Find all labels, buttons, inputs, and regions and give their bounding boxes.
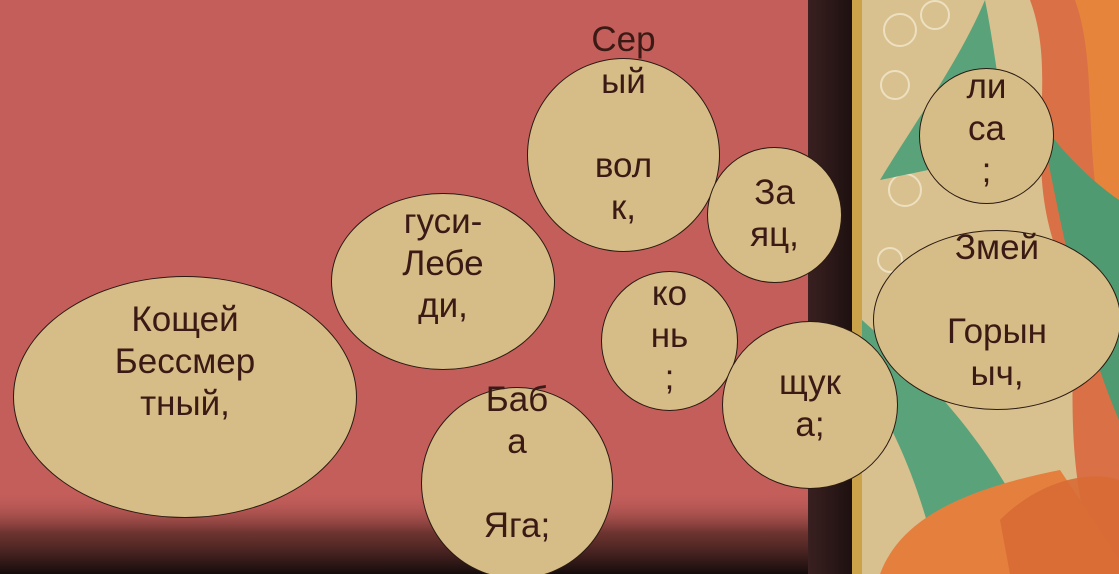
oval-shchuka: щук а; [722,321,898,489]
oval-koschei: Кощей Бессмер тный, [13,276,357,518]
label-zayats: За яц, [750,173,799,254]
label-zmei-gorynych: Змей Горын ыч, [946,228,1048,393]
oval-baba-yaga: Баб а Яга; [421,380,613,574]
oval-gusi-lebedi: гуси- Лебе ди, [331,193,555,370]
label-seryi-volk: Сер ый вол к, [591,20,656,227]
label-lisa: ли са ; [966,67,1007,190]
oval-kon: ко нь ; [601,271,738,411]
label-baba-yaga: Баб а Яга; [483,380,551,545]
oval-zayats: За яц, [707,147,842,283]
oval-lisa: ли са ; [919,67,1054,204]
oval-zmei-gorynych: Змей Горын ыч, [873,228,1119,410]
gold-edge [852,0,862,574]
oval-seryi-volk: Сер ый вол к, [527,20,720,252]
label-koschei: Кощей Бессмер тный, [114,300,256,423]
label-shchuka: щук а; [778,363,841,444]
label-kon: ко нь ; [650,274,689,397]
label-gusi-lebedi: гуси- Лебе ди, [402,202,484,325]
